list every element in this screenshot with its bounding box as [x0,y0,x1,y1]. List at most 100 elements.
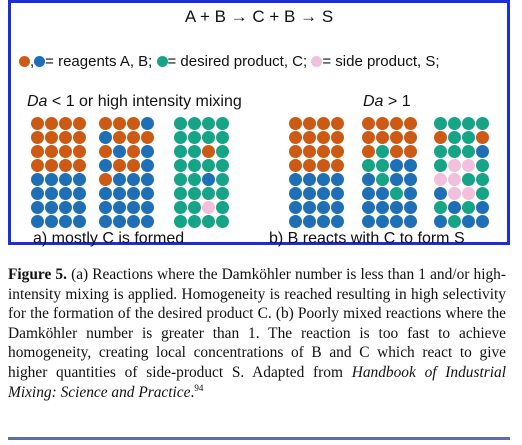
reagent-b-molecule [434,187,447,200]
product-c-molecule [476,117,489,130]
reagent-a-molecule [331,117,344,130]
reagent-a-molecule [476,131,489,144]
reagent-b-molecule [317,201,330,214]
reagent-b-molecule [45,187,58,200]
reagent-a-molecule [73,131,86,144]
reagent-b-molecule [113,187,126,200]
reagent-b-molecule [331,201,344,214]
product-c-molecule [448,145,461,158]
reagent-a-molecule [31,131,44,144]
molecule-grid-b-2 [362,117,417,228]
product-c-molecule [216,145,229,158]
reaction-equation: A + B → C + B → S [184,7,334,26]
reagent-b-molecule [127,201,140,214]
reagent-b-molecule [390,201,403,214]
product-c-molecule [202,131,215,144]
caption-label: Figure 5. [8,266,67,283]
legend-separator: , [30,53,35,70]
product-c-molecule [174,145,187,158]
reagent-b-molecule [289,187,302,200]
reagent-b-molecule [141,145,154,158]
reagent-b-molecule [376,215,389,228]
reagent-a-molecule [289,131,302,144]
reagent-b-molecule [362,215,375,228]
reagent-b-molecule [362,187,375,200]
reagent-a-molecule [317,131,330,144]
product-c-molecule [202,187,215,200]
product-c-molecule [174,131,187,144]
reagent-b-molecule [113,145,126,158]
reagent-b-molecule [362,173,375,186]
reagent-b-molecule [404,187,417,200]
reagent-a-molecule [59,159,72,172]
reagent-b-molecule [317,173,330,186]
damkohler-symbol: Da [27,93,48,110]
reagent-b-molecule [390,215,403,228]
reagent-a-molecule [73,145,86,158]
reagent-b-molecule [99,187,112,200]
reagent-b-molecule [99,215,112,228]
product-c-molecule [174,117,187,130]
product-c-molecule [216,201,229,214]
product-c-molecule [362,159,375,172]
reagent-b-molecule [141,215,154,228]
product-c-molecule [202,117,215,130]
reagent-a-molecule [376,131,389,144]
reagent-b-molecule [73,173,86,186]
molecule-grid-b-1 [289,117,344,228]
reagent-b-molecule [127,173,140,186]
reagent-b-molecule [476,215,489,228]
reagent-a-molecule [31,117,44,130]
product-c-molecule [174,159,187,172]
side-product-s-molecule [462,187,475,200]
reagent-b-molecule [99,159,112,172]
right-condition-heading: Da > 1 [363,93,411,111]
reagent-a-molecule [362,145,375,158]
reagent-b-molecule [476,145,489,158]
reagent-b-molecule [59,187,72,200]
reagent-b-molecule [141,117,154,130]
reagent-b-molecule [31,215,44,228]
reagent-a-molecule [331,131,344,144]
reagent-a-molecule [317,159,330,172]
reagent-b-molecule [113,215,126,228]
panel-b-label: b) B reacts with C to form S [269,230,465,247]
product-c-molecule [216,117,229,130]
reagent-a-molecule [127,131,140,144]
product-c-molecule [376,173,389,186]
reagent-a-molecule [317,145,330,158]
reagent-b-molecule [331,187,344,200]
legend-desired-label: = desired product, C; [167,53,308,70]
reagent-b-molecule [317,215,330,228]
product-c-molecule [376,145,389,158]
reagent-a-molecule [289,159,302,172]
reagent-a-molecule [303,145,316,158]
reagent-b-molecule [331,173,344,186]
reagent-b-molecule [289,201,302,214]
reagent-b-molecule [303,173,316,186]
reagent-b-molecule [113,201,126,214]
reagent-b-molecule [390,173,403,186]
reagent-b-dot-icon [34,56,46,67]
reagent-a-molecule [45,131,58,144]
side-product-s-molecule [448,173,461,186]
product-c-molecule [188,215,201,228]
product-c-molecule [448,215,461,228]
reagent-b-molecule [390,159,403,172]
product-c-molecule [462,173,475,186]
reagent-a-molecule [113,159,126,172]
reagent-a-molecule [59,145,72,158]
reagent-b-molecule [59,173,72,186]
reagent-a-molecule [317,117,330,130]
reagent-a-molecule [45,117,58,130]
caption-period: . [190,383,195,401]
product-c-molecule [462,117,475,130]
reagent-a-molecule [113,131,126,144]
reagent-a-molecule [434,131,447,144]
reagent-b-molecule [303,215,316,228]
reagent-a-molecule [99,117,112,130]
reagent-b-molecule [331,215,344,228]
product-c-molecule [188,131,201,144]
reagent-b-molecule [31,173,44,186]
product-c-molecule [476,159,489,172]
